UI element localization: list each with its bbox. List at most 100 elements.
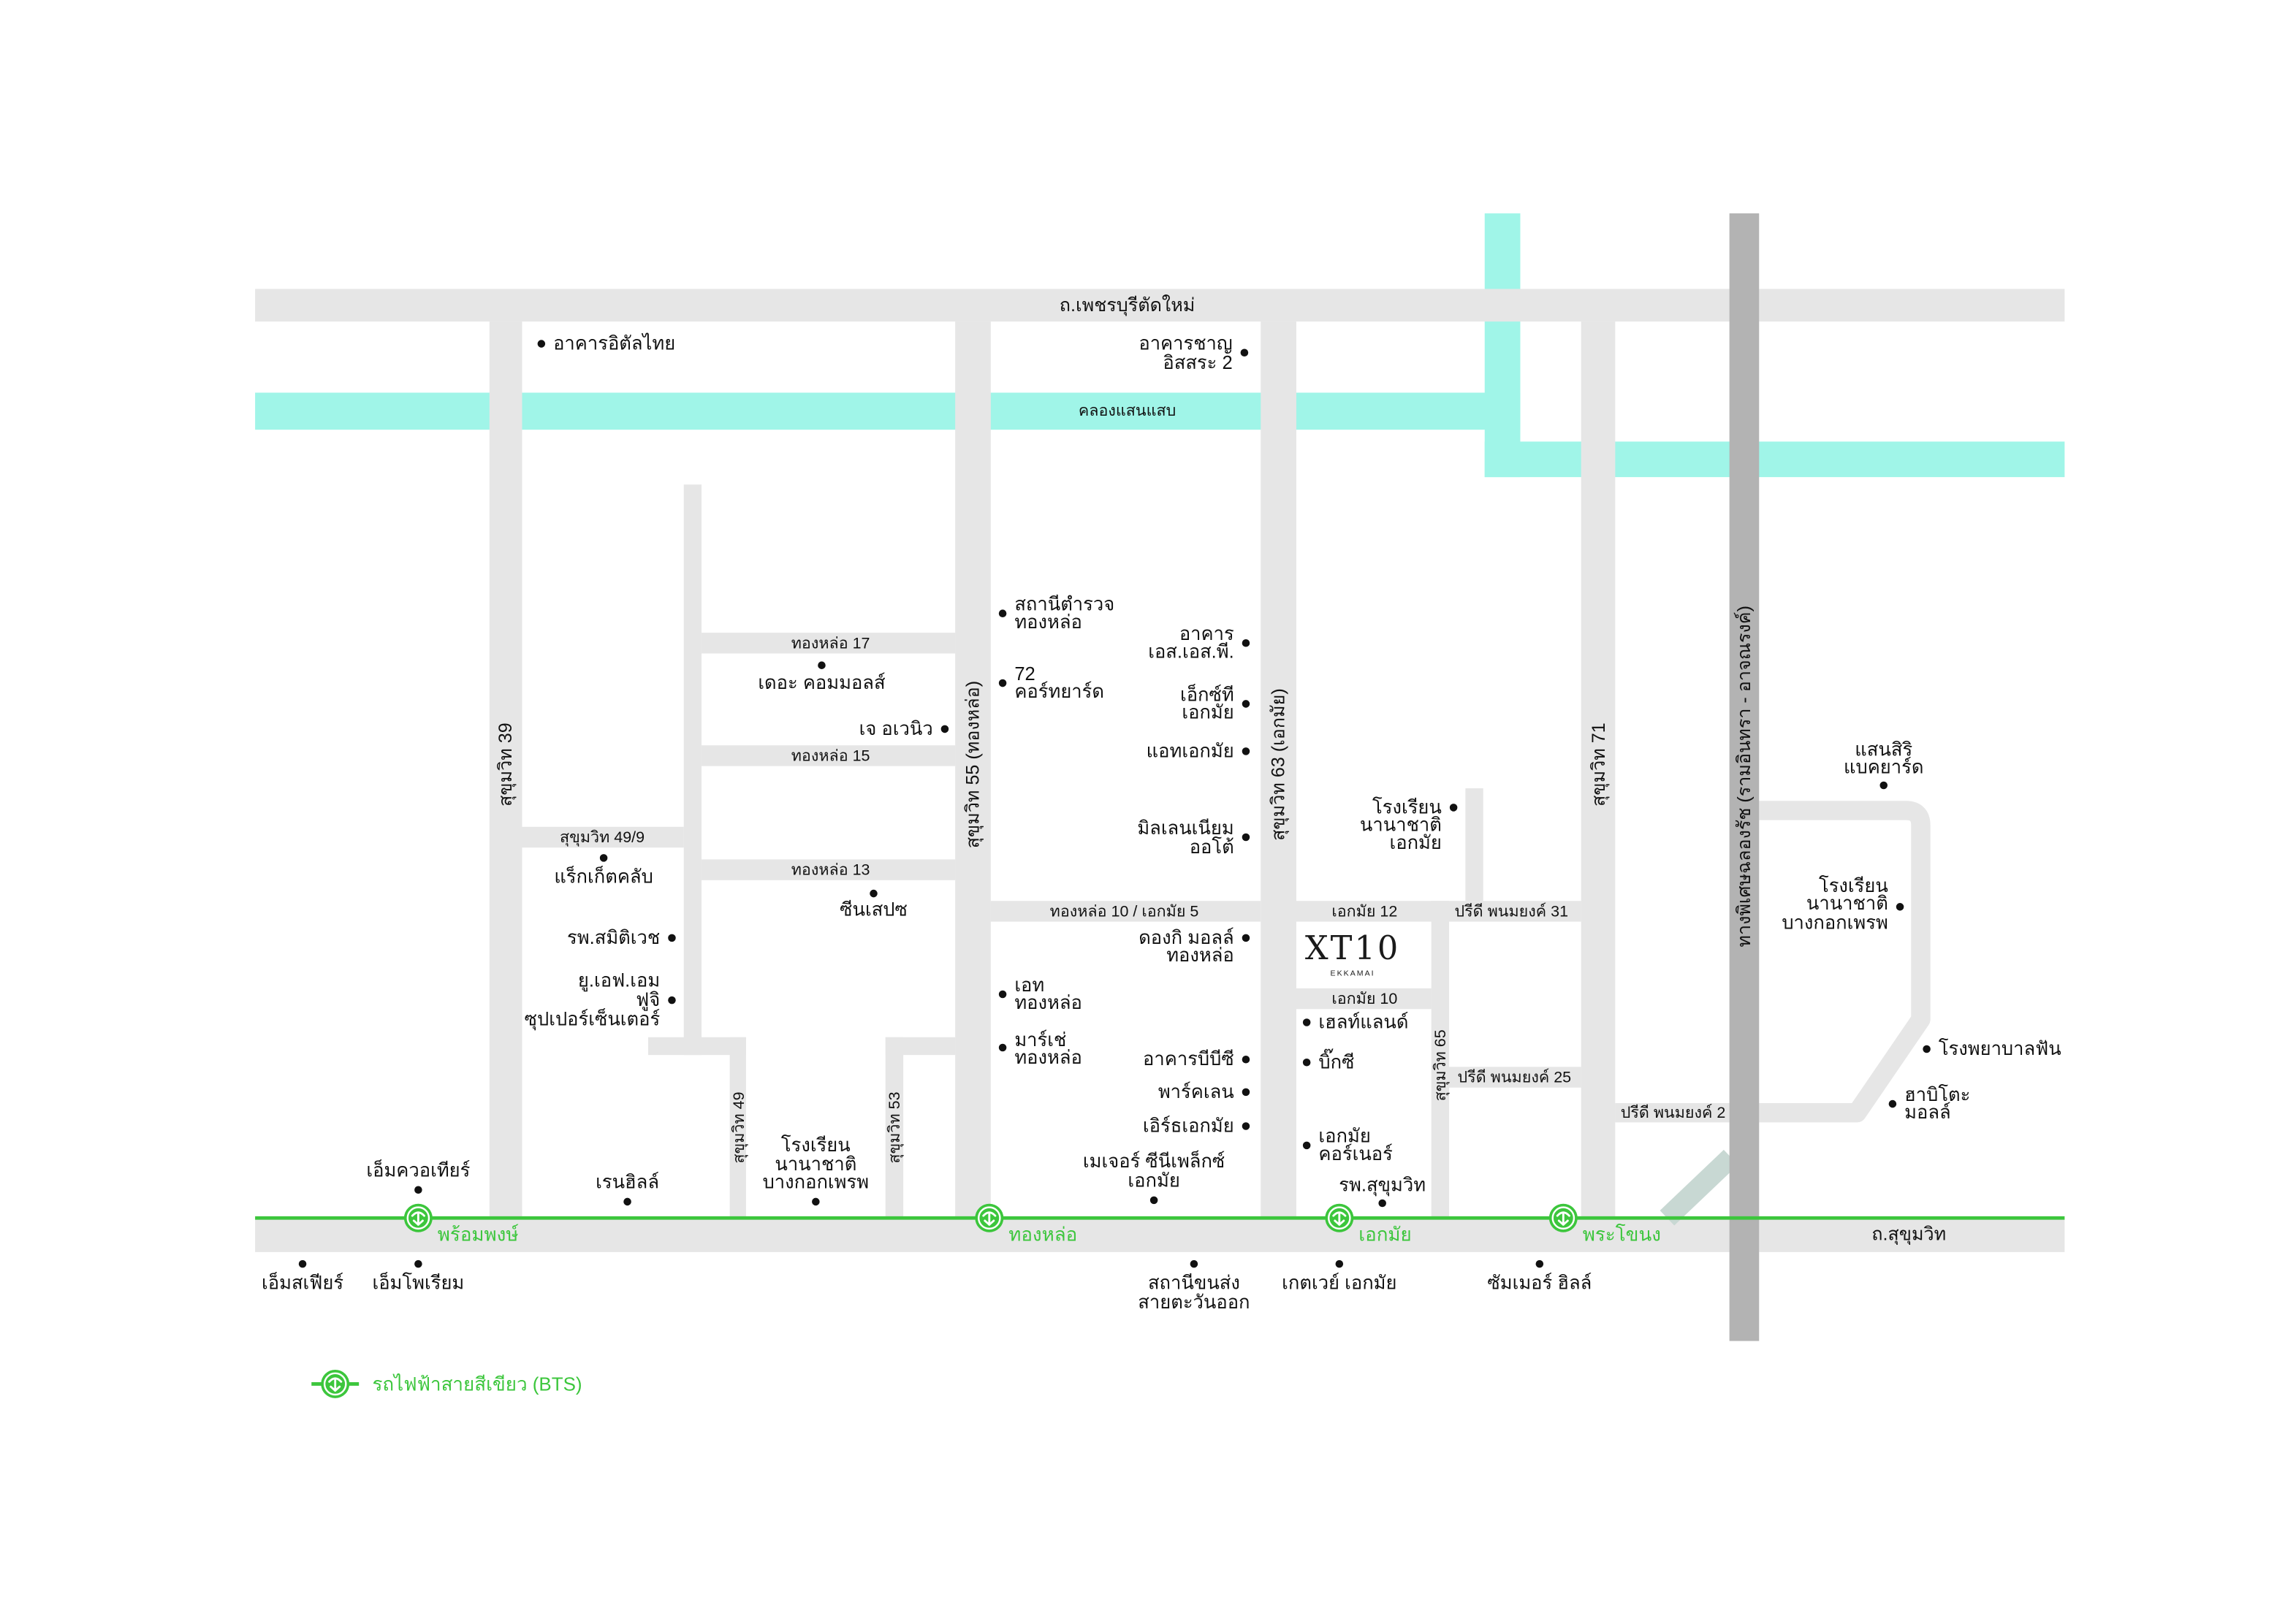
location-dot xyxy=(1242,934,1250,942)
place-ekkamai-international-school: โรงเรียน นานาชาติ เอกมัย xyxy=(1360,796,1458,853)
place-label: เอกมัย xyxy=(1182,703,1233,723)
location-dot xyxy=(1302,1141,1311,1150)
place-label: อิสสระ 2 xyxy=(1163,353,1232,373)
road-pridi-25 xyxy=(1449,1067,1581,1088)
road-expressway xyxy=(1729,213,1760,1341)
location-dot xyxy=(940,725,949,733)
place-healthland: เฮลท์แลนด์ xyxy=(1302,1012,1408,1033)
place-habito-mall: ฮาบิโตะ มอลล์ xyxy=(1888,1084,1970,1123)
bts-station-icon xyxy=(403,1202,434,1234)
road-label-pridi-25: ปรีดี พนมยงค์ 25 xyxy=(1458,1069,1572,1086)
place-label: เอ็มโพเรียม xyxy=(372,1271,464,1294)
location-dot xyxy=(1302,1018,1311,1026)
place-label: คอร์เนอร์ xyxy=(1318,1143,1392,1164)
road-label-thonglor-17: ทองหล่อ 17 xyxy=(791,634,870,652)
place-label: นานาชาติ xyxy=(775,1154,856,1175)
place-label: เดอะ คอมมอลส์ xyxy=(758,672,886,693)
place-label: โรงเรียน xyxy=(1372,796,1442,817)
place-big-c: บิ๊กซี xyxy=(1302,1048,1354,1072)
place-label: แอทเอกมัย xyxy=(1147,741,1234,761)
road-thonglor-13 xyxy=(702,859,956,880)
road-soi-thin xyxy=(683,484,702,1056)
place-label: เอ็กซ์ที xyxy=(1180,682,1234,705)
place-label: สถานีตำรวจ xyxy=(1014,595,1114,615)
place-label: ซีนเสปซ xyxy=(840,899,908,920)
road-label-thonglor-13: ทองหล่อ 13 xyxy=(791,861,870,879)
place-label: ซัมเมอร์ ฮิลล์ xyxy=(1487,1272,1592,1293)
place-label: เมเจอร์ ซีนีเพล็กซ์ xyxy=(1083,1149,1225,1172)
place-label: พาร์คเลน xyxy=(1158,1081,1234,1102)
road-sukhumvit-39 xyxy=(489,321,522,1219)
road-label-thonglor-15: ทองหล่อ 15 xyxy=(791,747,870,764)
place-label: เอ็มสเฟียร์ xyxy=(262,1271,343,1294)
place-sansiri-backyard: แสนสิริ แบคยาร์ด xyxy=(1844,739,1923,790)
place-earth-ekkamai: เอิร์ธเอกมัย xyxy=(1143,1116,1250,1137)
place-park-lane: พาร์คเลน xyxy=(1158,1081,1250,1102)
place-label: เอิร์ธเอกมัย xyxy=(1143,1116,1234,1137)
road-sukhumvit xyxy=(255,1218,2065,1252)
place-label: รพ.สมิติเวช xyxy=(567,928,660,948)
road-soi-connector-53 xyxy=(885,1037,956,1056)
bts-station-icon xyxy=(1323,1202,1355,1234)
place-bbc-building: อาคารบีบีซี xyxy=(1143,1049,1250,1070)
location-dot xyxy=(1242,1055,1250,1064)
bts-station-phra-khanong: พระโขนง xyxy=(1548,1202,1661,1246)
road-label-sukhumvit-65: สุขุมวิท 65 xyxy=(1432,1029,1450,1101)
location-dot xyxy=(1242,700,1250,708)
station-label: พร้อมพงษ์ xyxy=(438,1224,519,1246)
location-dot xyxy=(1190,1259,1198,1268)
place-label: บิ๊กซี xyxy=(1318,1048,1354,1072)
places-of-interest: อาคารอิตัลไทย อาคารชาญ อิสสระ 2 สถานีตำร… xyxy=(262,333,2061,1313)
bts-stations: พร้อมพงษ์ ทองหล่อ เอกมัย พระโขนง xyxy=(403,1202,1661,1246)
canal-right-segment xyxy=(1484,441,2065,478)
place-racquet-club: แร็กเก็ตคลับ xyxy=(554,854,653,888)
place-72-courtyard: 72 คอร์ทยาร์ด xyxy=(998,664,1104,702)
road-label-sukhumvit: ถ.สุขุมวิท xyxy=(1871,1224,1946,1246)
road-sukhumvit-49 xyxy=(729,1037,746,1219)
road-label-sukhumvit-63: สุขุมวิท 63 (เอกมัย) xyxy=(1269,688,1290,841)
place-italthai-tower: อาคารอิตัลไทย xyxy=(537,333,675,354)
place-label: ดองกิ มอลล์ xyxy=(1139,927,1234,948)
road-label-phetchaburi: ถ.เพชรบุรีตัดใหม่ xyxy=(1060,294,1195,316)
road-label-pridi-31: ปรีดี พนมยงค์ 31 xyxy=(1454,902,1568,920)
location-dot xyxy=(668,934,676,942)
location-dot xyxy=(1888,1099,1897,1108)
place-label: ฮาบิโตะ xyxy=(1904,1084,1970,1105)
place-emporium: เอ็มโพเรียม xyxy=(372,1259,464,1294)
place-label: 72 xyxy=(1014,664,1035,685)
road-expressway-ramp xyxy=(1660,1149,1738,1226)
place-j-avenue: เจ อเวนิว xyxy=(859,719,949,739)
location-dot xyxy=(1449,804,1458,812)
place-label: อาคาร xyxy=(1179,624,1234,644)
road-ekkamai-12-pridi-31 xyxy=(1296,901,1581,922)
place-marche-thonglor: มาร์เช่ ทองหล่อ xyxy=(998,1029,1082,1068)
location-dot xyxy=(1378,1199,1386,1208)
bts-station-ekkamai: เอกมัย xyxy=(1323,1202,1412,1246)
place-label: คอร์ทยาร์ด xyxy=(1014,681,1104,702)
road-label-sukhumvit-49: สุขุมวิท 49 xyxy=(730,1091,748,1163)
place-label: นานาชาติ xyxy=(1806,893,1888,914)
place-donki-mall-thonglor: ดองกิ มอลล์ ทองหล่อ xyxy=(1139,927,1250,966)
bts-station-icon xyxy=(973,1202,1005,1234)
location-dot xyxy=(1242,833,1250,842)
place-charn-issara-tower-2: อาคารชาญ อิสสระ 2 xyxy=(1139,334,1249,373)
place-label: เอกมัย xyxy=(1389,833,1441,853)
place-label: เฮลท์แลนด์ xyxy=(1318,1012,1408,1033)
location-dot xyxy=(1879,781,1888,790)
place-millennium-auto: มิลเลนเนียม ออโต้ xyxy=(1137,818,1250,858)
place-label: มอลล์ xyxy=(1904,1102,1951,1123)
place-ufm-fuji-super: ยู.เอฟ.เอม ฟูจิ ซุปเปอร์เซ็นเตอร์ xyxy=(525,971,676,1030)
place-samitivej-hospital: รพ.สมิติเวช xyxy=(567,928,676,948)
location-dot xyxy=(812,1197,820,1206)
location-dot xyxy=(298,1259,307,1268)
bts-station-phrom-phong: พร้อมพงษ์ xyxy=(403,1202,519,1246)
location-dot xyxy=(668,996,676,1004)
place-at-ekkamai: แอทเอกมัย xyxy=(1147,741,1250,761)
road-sukhumvit-53 xyxy=(885,1037,904,1219)
road-thonglor-10-ekkamai-5 xyxy=(990,901,1261,922)
place-label: อาคารชาญ xyxy=(1139,334,1232,354)
road-phetchaburi xyxy=(255,289,2065,322)
place-label: นานาชาติ xyxy=(1360,815,1442,836)
place-label: สายตะวันออก xyxy=(1138,1292,1250,1313)
place-label: แบคยาร์ด xyxy=(1844,757,1923,778)
